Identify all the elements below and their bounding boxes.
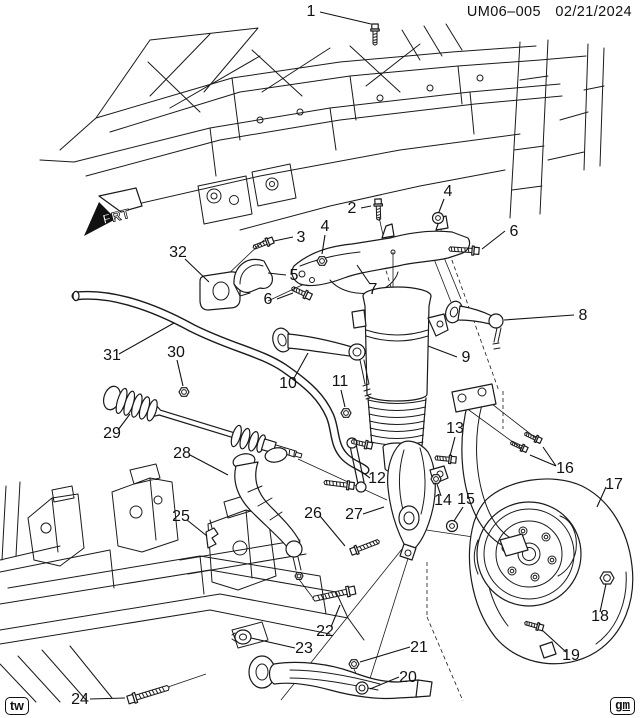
- callout-3: 3: [297, 229, 306, 246]
- callout-21: 21: [410, 639, 428, 656]
- callout-8: 8: [579, 307, 588, 324]
- bolt-26: [348, 536, 382, 557]
- bolt-16-a: [508, 438, 530, 454]
- bolt-6-left: [289, 283, 314, 302]
- clip-25-illustration: [206, 520, 218, 548]
- bolt-16-b: [522, 429, 544, 445]
- bolt-24: [125, 681, 172, 706]
- callout-22: 22: [316, 623, 334, 640]
- lower-arm-illustration: [249, 656, 432, 699]
- bolt-3: [251, 235, 276, 253]
- frame-top-illustration: [40, 24, 604, 230]
- callout-6-left: 6: [264, 291, 273, 308]
- callout-25: 25: [172, 508, 190, 525]
- callout-14: 14: [434, 492, 452, 509]
- gm-logo: gm: [609, 697, 635, 715]
- callout-13: 13: [446, 420, 464, 437]
- callout-1: 1: [307, 3, 316, 20]
- shock-tower-bracket-illustration: [452, 384, 528, 556]
- orientation-marker: FRT: [84, 188, 142, 236]
- callout-24: 24: [71, 691, 89, 708]
- callout-7: 7: [369, 281, 378, 298]
- callout-23: 23: [295, 640, 313, 657]
- nut-21: [348, 659, 360, 669]
- bushing-23-illustration: [232, 630, 251, 644]
- callout-9: 9: [462, 349, 471, 366]
- callout-15: 15: [457, 491, 475, 508]
- bolt-13: [433, 453, 458, 465]
- callout-11: 11: [332, 373, 349, 390]
- figure-date: 02/21/2024: [555, 4, 632, 20]
- callout-4-left: 4: [321, 218, 330, 235]
- callout-20: 20: [399, 669, 417, 686]
- callout-26: 26: [304, 505, 322, 522]
- stabilizer-clamp-illustration: [234, 259, 272, 296]
- nut-11: [340, 408, 352, 418]
- illustrator-mark: tw: [5, 697, 29, 715]
- washer-15: [445, 519, 459, 533]
- brake-shield-rotor-illustration: [469, 479, 632, 664]
- callout-29: 29: [103, 425, 121, 442]
- callout-2: 2: [348, 200, 357, 217]
- upper-control-arm-illustration: [270, 326, 371, 399]
- callout-leader-lines: [90, 12, 606, 699]
- upper-link-illustration: [443, 299, 503, 349]
- callout-19: 19: [562, 647, 580, 664]
- callout-31: 31: [103, 347, 121, 364]
- nut-30: [178, 387, 190, 397]
- frt-arrow-icon: [84, 202, 116, 236]
- nut-4: [316, 256, 328, 266]
- callout-12: 12: [368, 470, 386, 487]
- nut-18: [599, 571, 615, 585]
- bolt-12-lower: [322, 477, 356, 492]
- bolt-1: [370, 23, 380, 46]
- callout-18: 18: [591, 608, 609, 625]
- callout-30: 30: [167, 344, 185, 361]
- figure-header: UM06–005 02/21/2024: [457, 4, 632, 20]
- frt-label: FRT: [101, 206, 132, 227]
- callout-4-right: 4: [444, 183, 453, 200]
- washer-4: [431, 211, 445, 225]
- callout-numbers: 1 2 3 4 4 5 6 6 7 8 9 10 11 12 13 14 15 …: [71, 3, 623, 708]
- callout-5: 5: [290, 267, 299, 284]
- nut-14: [430, 474, 442, 484]
- compression-arm-nut: [294, 572, 304, 580]
- callout-16: 16: [556, 460, 574, 477]
- bolt-22: [311, 584, 357, 605]
- callout-32: 32: [169, 244, 187, 261]
- stabilizer-bushing-illustration: [200, 272, 240, 310]
- figure-number: UM06–005: [466, 4, 541, 20]
- callout-10: 10: [279, 375, 297, 392]
- subframe-illustration: [0, 464, 364, 702]
- callout-28: 28: [173, 445, 191, 462]
- callout-17: 17: [605, 476, 623, 493]
- callout-27: 27: [345, 506, 363, 523]
- bolt-2: [373, 198, 384, 221]
- compression-arm-illustration: [232, 446, 304, 580]
- stabilizer-bar-illustration: [73, 291, 365, 470]
- axle-shaft-illustration: [101, 383, 306, 468]
- steering-knuckle-illustration: [388, 441, 448, 560]
- callout-6-right: 6: [510, 223, 519, 240]
